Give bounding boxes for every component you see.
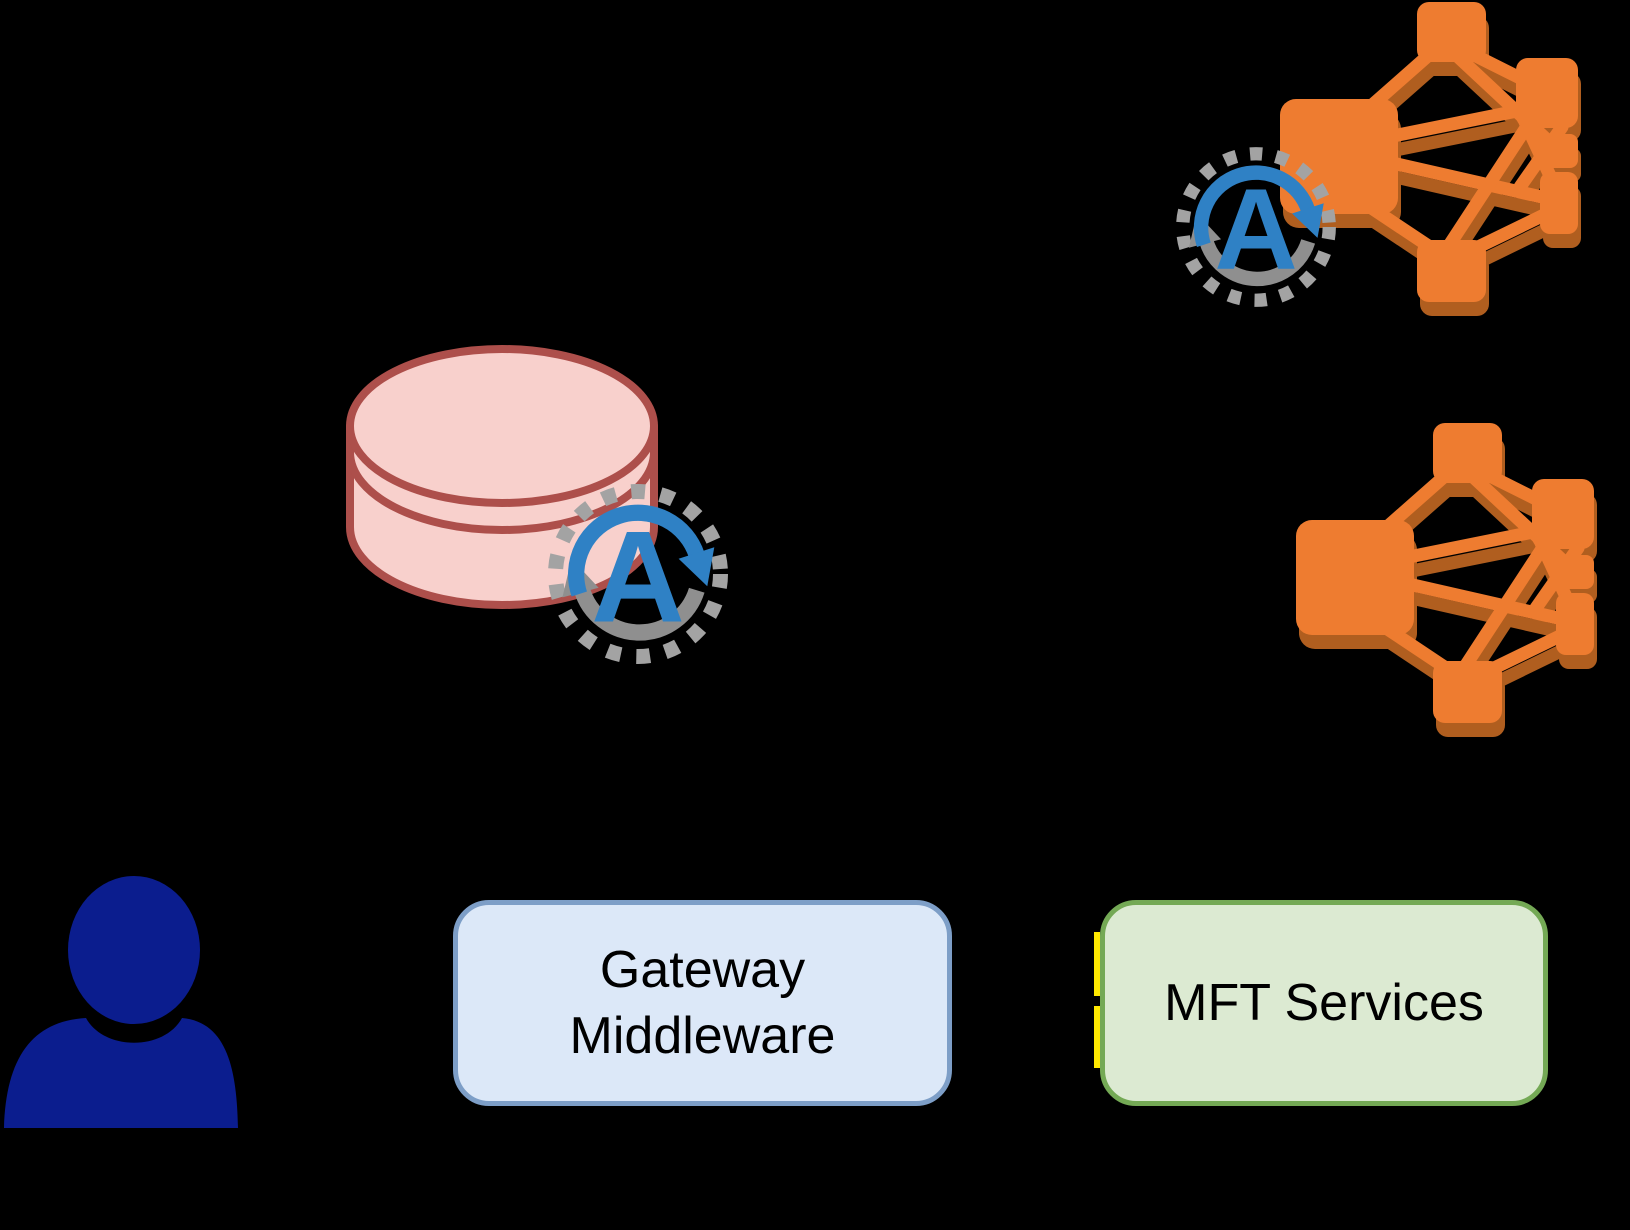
user-shoulders [4,1018,238,1128]
mft-services-label: MFT Services [1164,974,1484,1032]
user-icon [4,876,238,1128]
connector-line-segment [1094,1006,1100,1068]
gateway-middleware-box: Gateway Middleware [453,900,952,1106]
connector-line-yellow [1094,932,1100,1068]
gateway-middleware-label-line2: Middleware [569,1007,836,1065]
gateway-middleware-label-line1: Gateway [599,941,806,999]
user-head [68,876,200,1024]
api-gateway-icon-bottom [1296,423,1597,737]
mft-services-box: MFT Services [1100,900,1548,1106]
api-gateway-icon-top [1280,2,1581,316]
database-top [346,345,658,507]
connector-line-segment [1094,932,1100,996]
